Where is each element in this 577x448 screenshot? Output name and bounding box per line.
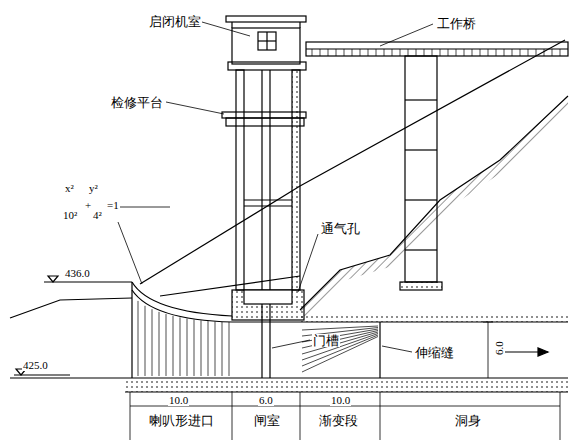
label: 6.0 — [258, 395, 274, 406]
label: 洞身 — [454, 414, 482, 427]
label: 436.0 — [64, 268, 91, 279]
hatch-stroke — [229, 322, 230, 376]
hatch-stroke — [302, 334, 378, 361]
hatch-stroke — [152, 309, 153, 376]
hatch-stroke — [528, 49, 529, 56]
hatch-stroke — [408, 49, 409, 56]
hatch-stroke — [187, 319, 188, 376]
label: 10.0 — [168, 395, 189, 406]
hatch-stroke — [360, 49, 361, 56]
hatch-stroke — [320, 49, 321, 56]
hatch-stroke — [464, 49, 465, 56]
hatch-stroke — [432, 49, 433, 56]
hatch-stroke — [536, 49, 537, 56]
hatch-stroke — [201, 320, 202, 376]
hatch-stroke — [456, 49, 457, 56]
hatch-stroke — [400, 49, 401, 56]
hatch-stroke — [336, 49, 337, 56]
hatch-stroke — [496, 49, 497, 56]
label: + — [84, 200, 92, 211]
label: 425.0 — [22, 360, 49, 371]
hatch-stroke — [440, 49, 441, 56]
label: 启闭机室 — [148, 15, 202, 28]
hatch-stroke — [302, 326, 378, 330]
label: 6.0 — [494, 340, 505, 356]
label: y² — [88, 183, 99, 194]
label: 喇叭形进口 — [148, 414, 215, 427]
hatch-stroke — [159, 312, 160, 376]
hatch-stroke — [180, 317, 181, 376]
hatch-stroke — [504, 49, 505, 56]
label: 检修平台 — [110, 96, 164, 109]
hatch-stroke — [302, 331, 378, 349]
hatch-stroke — [376, 49, 377, 56]
hatch-stroke — [222, 322, 223, 376]
label: 工作桥 — [436, 17, 477, 30]
label: 通气孔 — [320, 222, 361, 235]
hatch-stroke — [215, 322, 216, 376]
label: 10² — [62, 210, 78, 221]
hatch-stroke — [145, 306, 146, 376]
hatch-stroke — [512, 49, 513, 56]
label: 4² — [92, 210, 103, 221]
label: 10.0 — [330, 395, 351, 406]
label: 伸缩缝 — [414, 346, 455, 359]
hatch-stroke — [472, 49, 473, 56]
hatch-stroke — [520, 49, 521, 56]
hatch-stroke — [352, 49, 353, 56]
hatch-stroke — [173, 316, 174, 376]
hatch-stroke — [544, 49, 545, 56]
hatch-stroke — [312, 49, 313, 56]
hatch-stroke — [416, 49, 417, 56]
hatch-stroke — [344, 49, 345, 56]
label: 渐变段 — [318, 414, 359, 427]
hatch-stroke — [166, 314, 167, 376]
hatch-stroke — [448, 49, 449, 56]
label: 门槽 — [312, 334, 340, 347]
label: =1 — [106, 200, 120, 211]
hatch-stroke — [384, 49, 385, 56]
label: 闸室 — [253, 414, 281, 427]
hatch-stroke — [208, 321, 209, 376]
hatch-stroke — [138, 301, 139, 376]
hatch-stroke — [552, 49, 553, 56]
hatch-stroke — [368, 49, 369, 56]
hatch-stroke — [424, 49, 425, 56]
hatch-stroke — [328, 49, 329, 56]
hatch-stroke — [302, 335, 378, 366]
hatch-stroke — [392, 49, 393, 56]
hatch-stroke — [560, 49, 561, 56]
hatch-stroke — [194, 320, 195, 376]
label: x² — [64, 183, 75, 194]
hatch-stroke — [480, 49, 481, 56]
hatch-stroke — [488, 49, 489, 56]
